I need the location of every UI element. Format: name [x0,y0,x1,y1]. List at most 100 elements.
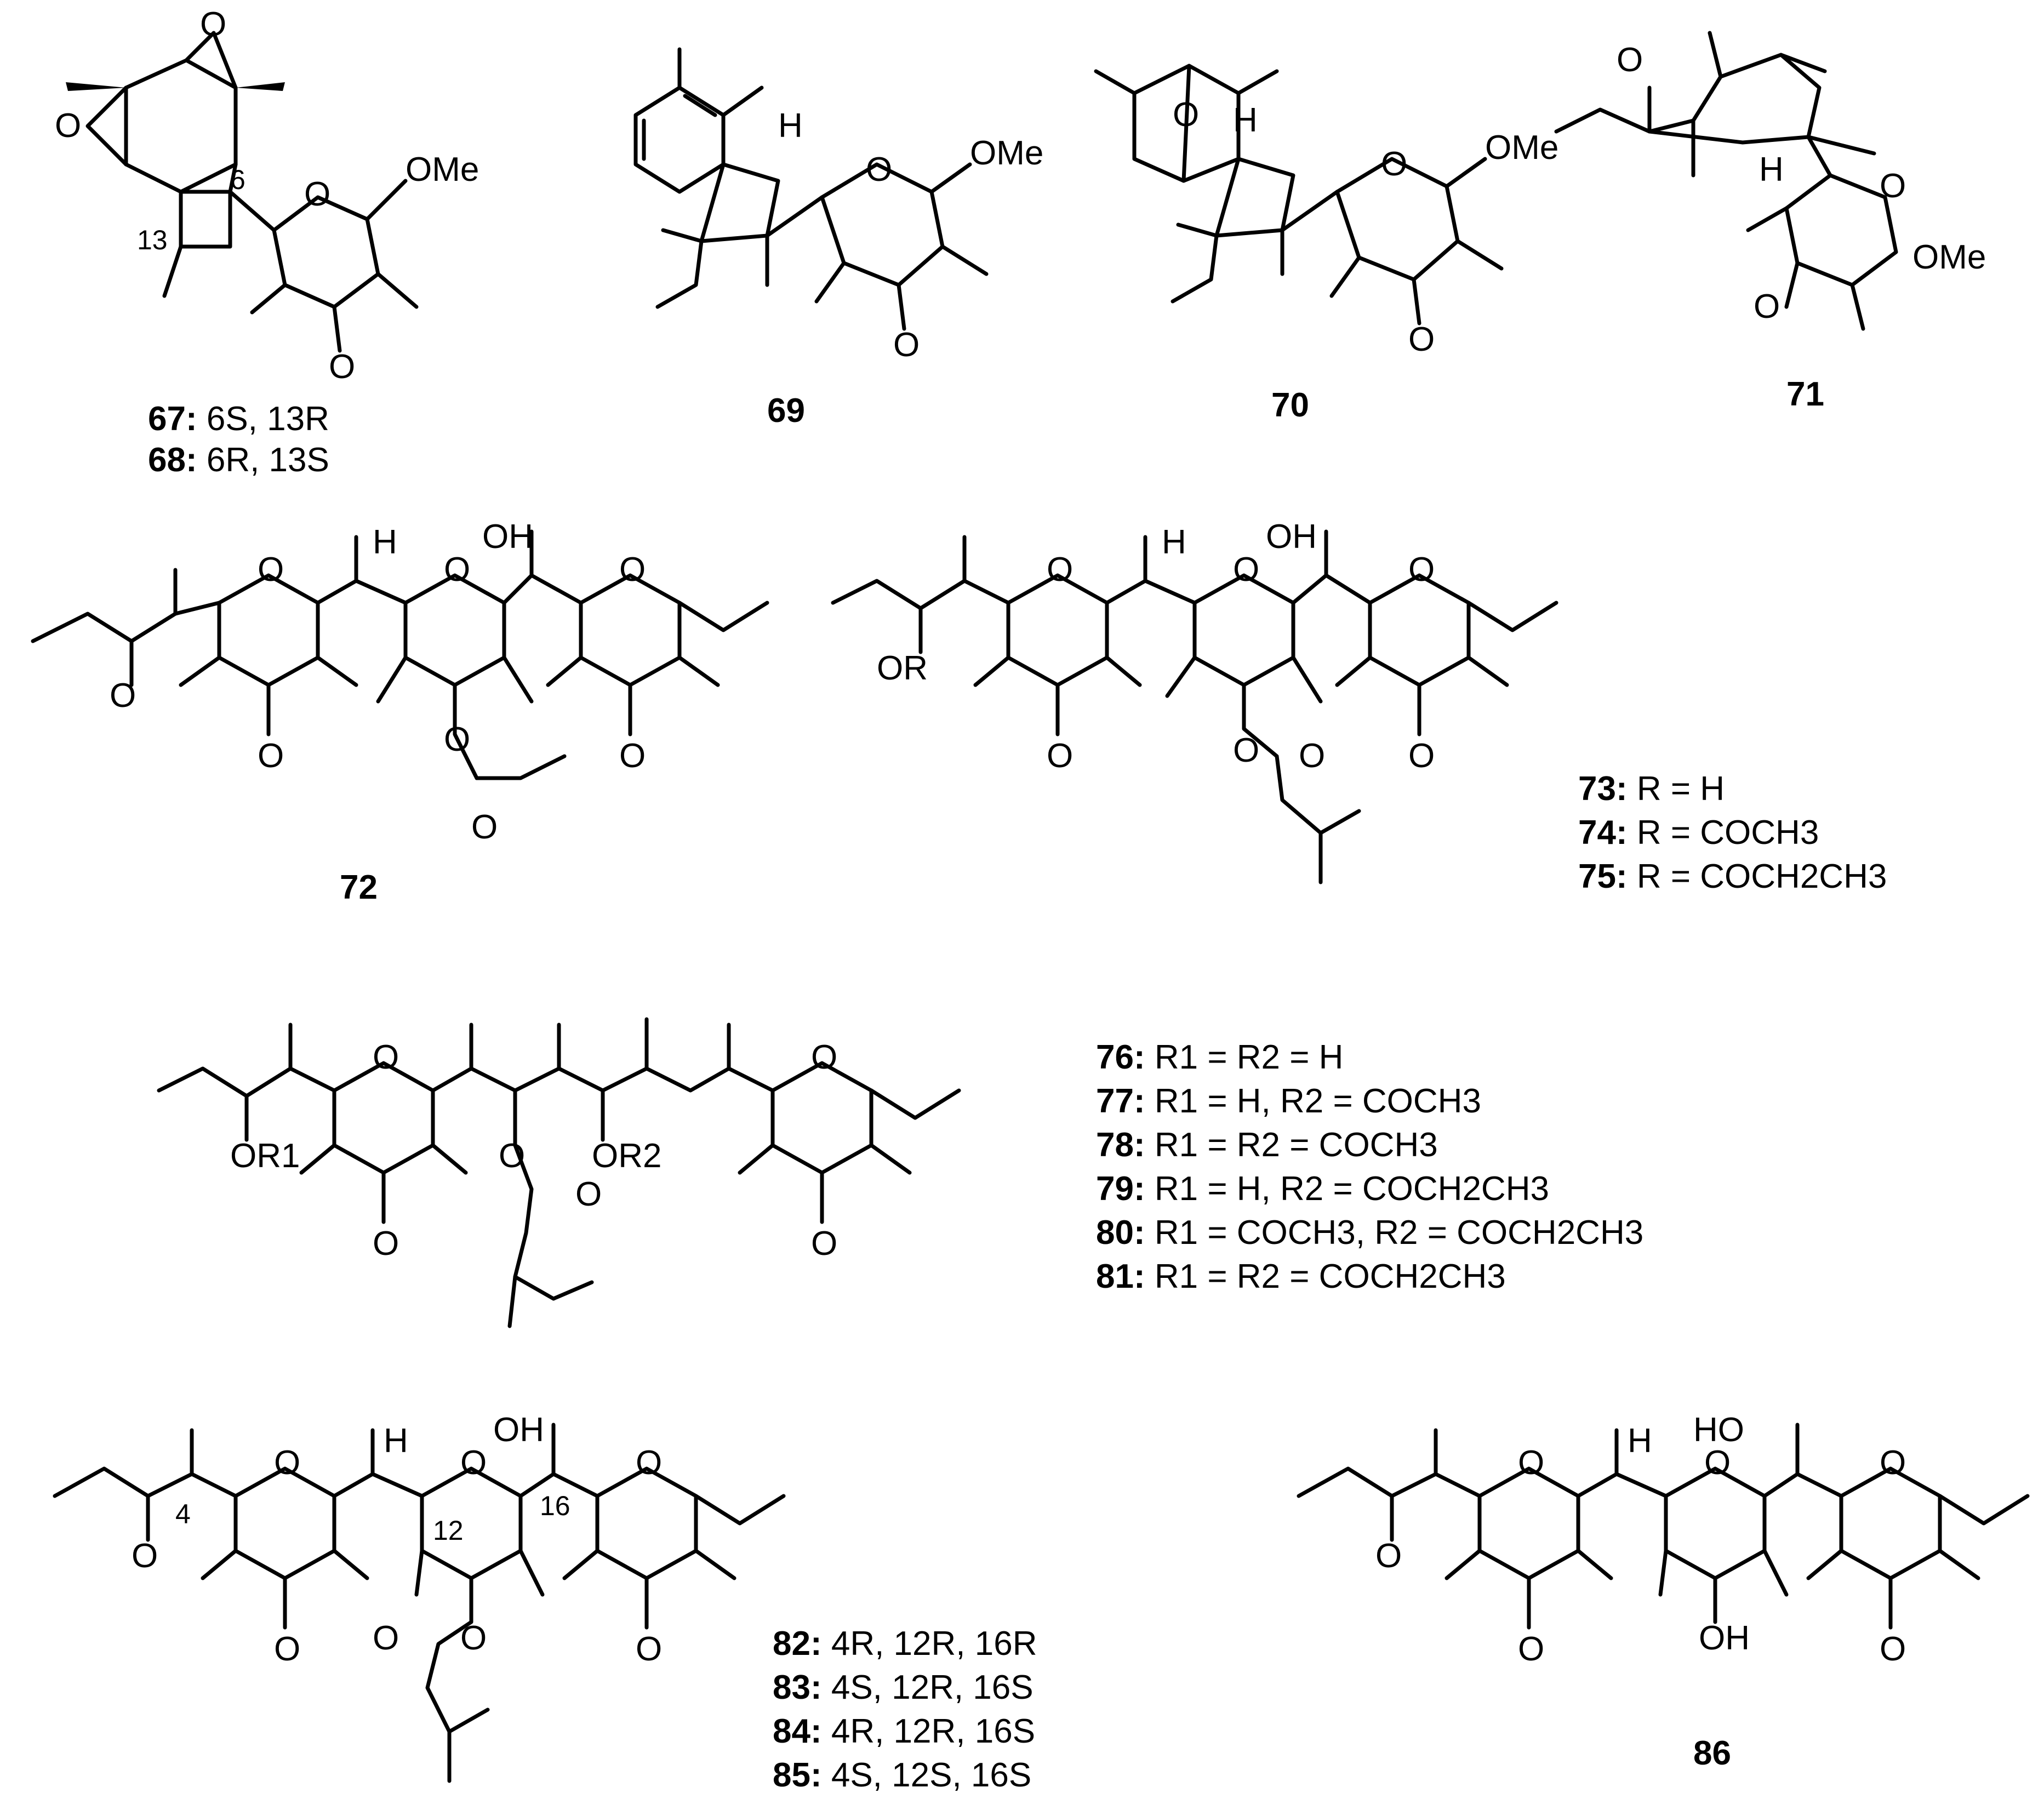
oxane-o: O [444,551,470,589]
pyranone-o: O [1880,167,1906,205]
label-70: 70 [1271,386,1309,424]
pyranone-o-1: O [373,1038,399,1076]
locant-16: 16 [540,1491,570,1521]
caption-77: 77: R1 = H, R2 = COCH3 [1096,1082,1481,1120]
h-label: H [1628,1422,1652,1460]
caption-67: 67: 6S, 13R [148,400,329,438]
pyranone-o-1: O [258,551,284,589]
carbonyl-o-1: O [373,1225,399,1263]
methoxy-label: OMe [970,134,1043,172]
h-label: H [384,1422,408,1460]
caption-79: 79: R1 = H, R2 = COCH2CH3 [1096,1170,1549,1208]
structure-82-85: O O O H O OH O O O O 4 12 16 82: 4R, 12R… [53,1411,1037,1794]
ester-o: O [1233,732,1259,769]
caption-75: 75: R = COCH2CH3 [1578,858,1887,895]
pyranone-o-1: O [274,1444,300,1482]
ketone-o: O [110,677,136,715]
carbonyl-o: O [1408,321,1435,358]
methoxy-label: OMe [1912,238,1986,276]
caption-68: 68: 6R, 13S [148,441,329,479]
caption-78: 78: R1 = R2 = COCH3 [1096,1126,1438,1164]
carbonyl-o-2: O [636,1630,662,1668]
oh-label: OH [1699,1619,1750,1657]
caption-84: 84: 4R, 12R, 16S [773,1712,1035,1750]
h-label: H [373,523,397,561]
ketone-o: O [1617,41,1643,79]
pyranone-o-2: O [636,1444,662,1482]
caption-80: 80: R1 = COCH3, R2 = COCH2CH3 [1096,1214,1643,1252]
caption-82: 82: 4R, 12R, 16R [773,1625,1037,1663]
ketone-o: O [1375,1537,1402,1575]
bridgehead-h: H [778,107,803,145]
oxane-o: O [1233,551,1259,589]
structure-71: O H O OMe O 71 [1554,31,1986,413]
locant-12: 12 [433,1515,464,1546]
carbonyl-o-2: O [811,1225,837,1263]
carbonyl-o-2: O [619,737,646,775]
structure-76-81: OR1 O O O O OR2 O O 76: R1 = R2 = H 77: … [157,1017,1643,1328]
epoxide-o-left: O [55,107,81,145]
ester-carbonyl-o: O [575,1175,602,1213]
oxane-o: O [460,1444,487,1482]
ho-label: HO [1693,1411,1744,1449]
label-72: 72 [340,869,378,906]
caption-76: 76: R1 = R2 = H [1096,1038,1343,1076]
carbonyl-o-1: O [274,1630,300,1668]
pyranone-o: O [304,175,330,213]
caption-85: 85: 4S, 12S, 16S [773,1756,1031,1794]
ester-carbonyl-o: O [1299,737,1325,775]
locant-13: 13 [137,225,168,255]
structure-69: H O OMe O 69 [633,47,1043,430]
label-71: 71 [1786,375,1824,413]
carbonyl-o: O [1754,288,1780,325]
label-69: 69 [767,392,805,430]
oxane-o: O [1704,1444,1731,1482]
carbonyl-o-1: O [1047,737,1073,775]
label-86: 86 [1693,1734,1731,1772]
carbonyl-o-1: O [1518,1630,1544,1668]
structure-72: O O O H O OH O O O O 72 [31,518,769,906]
pyranone-o-2: O [619,551,646,589]
or-label: OR [877,649,928,687]
caption-81: 81: R1 = R2 = COCH2CH3 [1096,1258,1506,1295]
oh-label: OH [1266,518,1317,556]
pyranone-o-1: O [1047,551,1073,589]
caption-83: 83: 4S, 12R, 16S [773,1669,1034,1706]
bridge-o: O [1173,96,1199,134]
locant-6: 6 [230,164,245,195]
locant-4: 4 [175,1499,191,1529]
or2-label: OR2 [592,1137,661,1175]
oh-label: OH [493,1411,544,1449]
caption-73: 73: R = H [1578,770,1725,808]
epoxide-o-top: O [200,5,226,43]
carbonyl-o: O [893,326,920,364]
ester-carbonyl-o: O [471,808,498,846]
methoxy-label: OMe [1485,129,1558,167]
structure-70: O H O OMe O 70 [1094,64,1558,424]
pyranone-o-2: O [1880,1444,1906,1482]
oh-label: OH [482,518,533,556]
ester-carbonyl-o: O [373,1619,399,1657]
pyranone-o-1: O [1518,1444,1544,1482]
carbonyl-o-2: O [1408,737,1435,775]
pyranone-o: O [866,151,892,189]
structure-73-75: OR O O H O OH O O O O 73: R = H 74: R = … [831,518,1887,895]
h-label: H [1162,523,1186,561]
or1-label: OR1 [230,1137,300,1175]
ketone-o: O [132,1537,158,1575]
carbonyl-o-2: O [1880,1630,1906,1668]
methoxy-label: OMe [406,151,479,189]
pyranone-o: O [1381,145,1407,183]
pyranone-o-2: O [811,1038,837,1076]
carbonyl-o: O [329,348,355,386]
ester-o: O [444,721,470,758]
ester-o: O [460,1619,487,1657]
carbonyl-o-1: O [258,737,284,775]
cyclopropane-h: H [1759,151,1784,189]
caption-74: 74: R = COCH3 [1578,814,1819,852]
structure-86: O O O H O HO OH O O 86 [1297,1411,2030,1772]
ester-o: O [499,1137,525,1175]
structure-67-68: O O O OMe O 6 13 67: 6S, 13R 68: 6R, 13S [55,5,479,479]
pyranone-o-2: O [1408,551,1435,589]
